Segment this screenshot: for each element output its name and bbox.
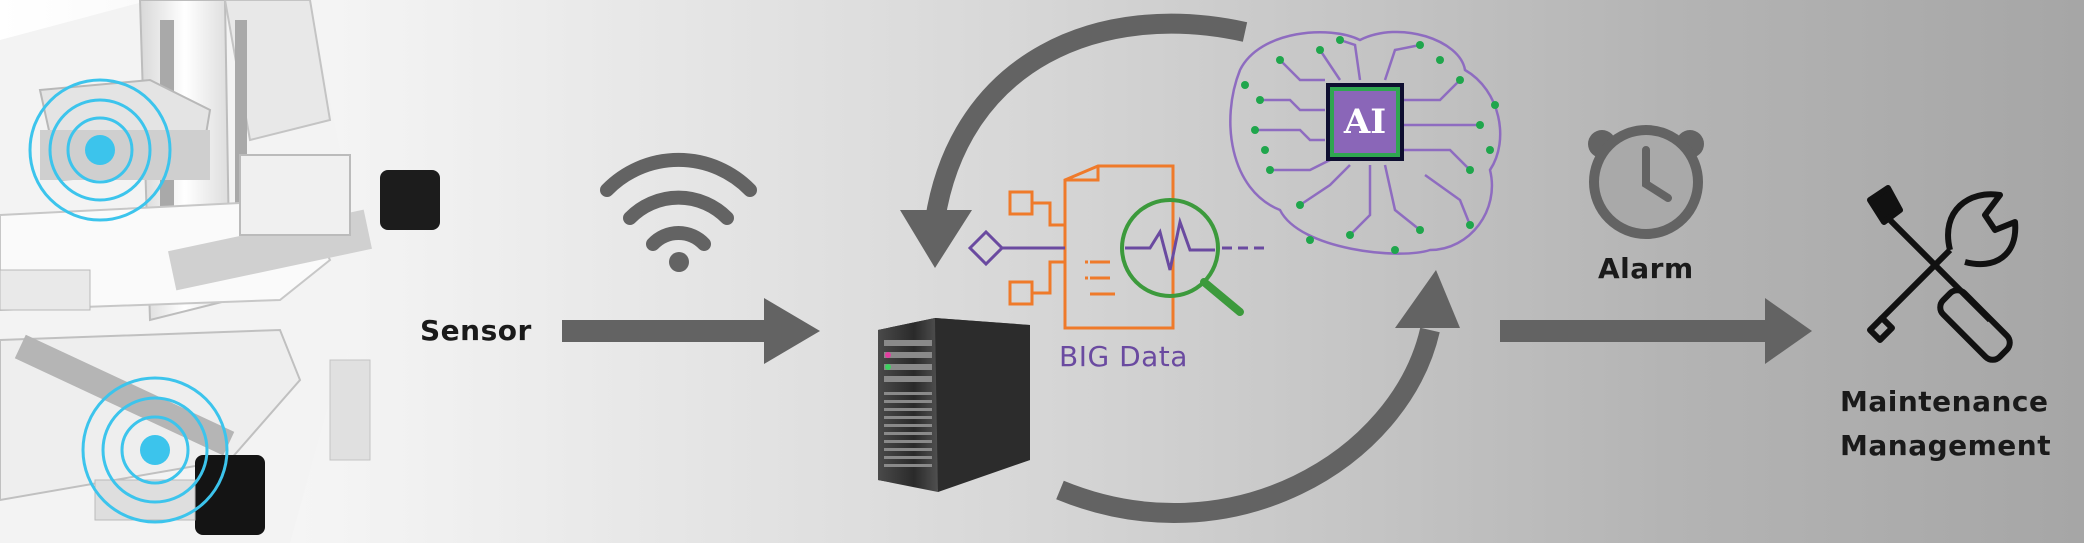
big-data-label: BIG Data — [1059, 340, 1188, 373]
arrow-sensor-to-server — [562, 298, 820, 364]
cnc-machine-image — [0, 0, 440, 543]
alarm-label: Alarm — [1598, 252, 1694, 285]
maintenance-label-line1: Maintenance — [1840, 385, 2049, 418]
sensor-wave-bottom — [81, 376, 229, 524]
loop-arrow-top — [900, 13, 1248, 268]
sensor-wave-top — [28, 78, 172, 222]
maintenance-tools-icon — [1867, 185, 2019, 363]
wifi-icon — [600, 152, 757, 272]
loop-arrow-bottom — [1056, 270, 1460, 523]
big-data-icon — [967, 164, 1265, 330]
maintenance-label-line2: Management — [1840, 429, 2052, 462]
alarm-clock-icon — [1588, 125, 1704, 239]
server-icon — [878, 318, 1030, 492]
ai-circuit-nodes — [1241, 36, 1499, 254]
ai-brain-icon — [1229, 30, 1502, 255]
arrow-alarm-to-maintenance — [1500, 298, 1812, 364]
maintenance-management-label: Maintenance Management — [1840, 380, 2052, 468]
ai-chip-badge: AI — [1326, 83, 1404, 161]
sensor-label: Sensor — [420, 314, 532, 347]
